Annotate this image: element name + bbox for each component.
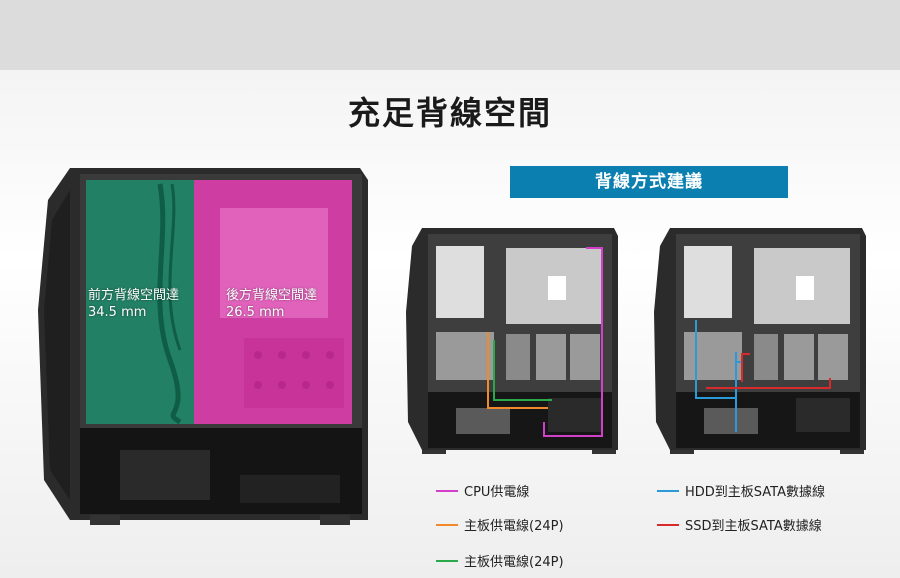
large-case-illustration: [38, 168, 368, 525]
legend-swatch: [436, 559, 458, 562]
front-space-label: 前方背線空間達 34.5 mm: [88, 287, 179, 321]
legend-mb-power-orange: 主板供電線(24P): [436, 515, 564, 534]
power-cable-case-illustration: [406, 228, 618, 454]
page-title: 充足背線空間: [347, 94, 552, 132]
legend-label: HDD到主板SATA數據線: [685, 485, 825, 500]
legend-swatch: [436, 489, 458, 492]
legend-hdd-sata: HDD到主板SATA數據線: [657, 481, 825, 500]
rear-space-value: 26.5 mm: [226, 305, 285, 320]
cable-advice-banner: 背線方式建議: [510, 166, 788, 198]
rear-space-label: 後方背線空間達 26.5 mm: [226, 287, 317, 321]
front-space-title: 前方背線空間達: [88, 288, 180, 303]
legend-mb-power-green: 主板供電線(24P): [436, 551, 564, 570]
legend-swatch: [657, 523, 679, 526]
sata-cable-case-illustration: [654, 228, 866, 454]
legend-swatch: [657, 489, 679, 492]
legend-cpu-power: CPU供電線: [436, 481, 530, 500]
legend-label: 主板供電線(24P): [464, 519, 564, 534]
legend-label: SSD到主板SATA數據線: [685, 519, 822, 534]
legend-label: 主板供電線(24P): [464, 555, 564, 570]
legend-swatch: [436, 523, 458, 526]
legend-ssd-sata: SSD到主板SATA數據線: [657, 515, 822, 534]
top-band: [0, 0, 900, 70]
front-space-value: 34.5 mm: [88, 305, 147, 320]
rear-space-title: 後方背線空間達: [226, 288, 318, 303]
legend-label: CPU供電線: [464, 485, 530, 500]
